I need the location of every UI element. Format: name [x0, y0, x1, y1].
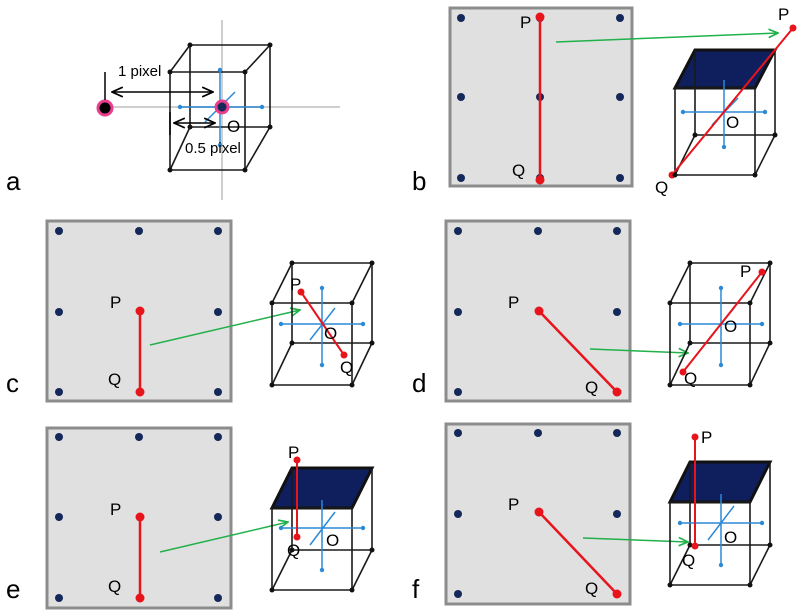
point-Q-3d-c	[340, 351, 348, 359]
grid-dots-f	[454, 429, 621, 598]
label-P-3d-f: P	[701, 428, 712, 447]
point-P-f	[534, 507, 544, 517]
label-Q-3d-e: Q	[287, 541, 300, 560]
point-P-b	[535, 12, 545, 22]
panel-f: f P Q P	[412, 422, 773, 606]
label-P-d: P	[508, 293, 519, 312]
label-O-d: O	[724, 317, 737, 336]
point-P-c	[135, 306, 145, 316]
label-Q-b: Q	[512, 161, 525, 180]
pixel-point-left	[96, 99, 114, 117]
label-P-3d-c: P	[290, 275, 301, 294]
label-one-pixel: 1 pixel	[118, 63, 161, 80]
line-PQ-d	[538, 310, 618, 393]
arrow-green-b	[555, 33, 778, 43]
line-PQ-3d-d	[682, 271, 763, 373]
grid-dots-e	[55, 433, 222, 602]
blue-cross-c	[281, 288, 363, 365]
point-Q-d	[612, 387, 622, 397]
label-P-b: P	[520, 13, 531, 32]
point-Q-3d-e	[293, 533, 301, 541]
panel-label-a: a	[6, 166, 21, 196]
arrow-green-c	[149, 310, 300, 346]
panel-d: d P Q	[412, 219, 773, 403]
point-P-3d-f	[691, 433, 699, 441]
panel-label-b: b	[412, 166, 426, 196]
point-P-3d-b	[789, 24, 797, 32]
label-P-3d-e: P	[288, 443, 299, 462]
point-Q-f	[612, 589, 622, 599]
label-Q-3d-b: Q	[655, 178, 668, 197]
panel-b: b P Q P Q O	[412, 5, 797, 197]
cube-f	[669, 462, 771, 586]
point-Q-3d-f	[691, 542, 699, 550]
label-O-a: O	[227, 117, 240, 136]
panel-label-d: d	[412, 368, 426, 398]
panel-e: e P Q P	[6, 426, 375, 610]
blue-cross-f	[680, 494, 762, 565]
label-P-c: P	[110, 293, 121, 312]
arrow-green-d	[589, 349, 688, 353]
point-Q-e	[135, 593, 145, 603]
arrow-green-e	[159, 522, 288, 553]
grid-dots-d	[454, 227, 621, 396]
blue-cross-e	[281, 500, 363, 570]
cube-a-vertices	[167, 42, 273, 173]
label-Q-d: Q	[585, 378, 598, 397]
label-half-pixel: 0.5 pixel	[185, 140, 241, 157]
panel-label-e: e	[6, 574, 20, 604]
label-O-b: O	[726, 113, 739, 132]
point-P-d	[534, 306, 544, 316]
panel-a: a	[6, 20, 340, 200]
label-P-f: P	[508, 495, 519, 514]
label-P-3d-b: P	[778, 5, 789, 24]
label-Q-c: Q	[108, 370, 121, 389]
label-P-e: P	[110, 500, 121, 519]
line-PQ-f	[538, 511, 618, 595]
label-O-e: O	[326, 531, 339, 550]
origin-point-O	[214, 99, 230, 115]
panel-label-f: f	[412, 574, 420, 604]
point-P-3d-c	[297, 288, 305, 296]
label-O-f: O	[724, 528, 737, 547]
point-P-e	[135, 512, 145, 522]
label-P-3d-d: P	[740, 262, 751, 281]
point-P-3d-d	[758, 268, 766, 276]
point-Q-3d-d	[679, 368, 687, 376]
top-face-f	[667, 460, 773, 504]
point-Q-b	[535, 175, 545, 185]
label-Q-e: Q	[108, 577, 121, 596]
point-Q-c	[135, 387, 145, 397]
grid-dots-c	[55, 227, 222, 396]
label-Q-3d-d: Q	[684, 369, 697, 388]
panel-label-c: c	[6, 368, 19, 398]
label-Q-f: Q	[585, 579, 598, 598]
blue-cross-a-ends	[177, 67, 265, 148]
label-Q-3d-c: Q	[340, 358, 353, 377]
panel-c: c P Q	[6, 219, 375, 403]
point-P-3d-e	[293, 456, 301, 464]
line-PQ-3d-c	[300, 291, 345, 356]
label-O-c: O	[324, 324, 337, 343]
label-Q-3d-f: Q	[682, 551, 695, 570]
line-PQ-3d-b	[671, 27, 794, 176]
